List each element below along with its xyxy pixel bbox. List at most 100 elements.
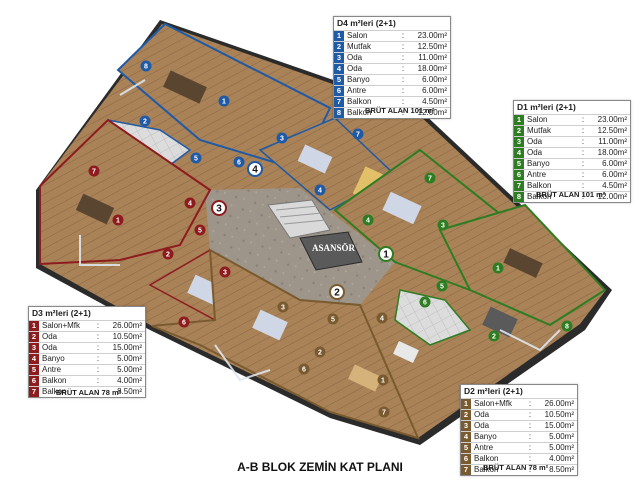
svg-text:3: 3	[216, 204, 222, 215]
legend-row-value: 26.00m²	[544, 399, 574, 408]
legend-row-label: Balkon	[474, 465, 499, 474]
legend-row-number: 4	[514, 148, 524, 158]
svg-text:4: 4	[252, 165, 258, 176]
legend-row-value: 4.50m²	[422, 97, 447, 106]
unit-pin-4: 4	[247, 161, 263, 177]
svg-text:7: 7	[92, 169, 96, 176]
legend-row-label: Balkon	[474, 454, 499, 463]
legend-row-number: 3	[514, 137, 524, 147]
svg-text:4: 4	[380, 316, 384, 323]
legend-row-label: Banyo	[474, 432, 497, 441]
legend-row-value: 6.00m²	[422, 86, 447, 95]
legend-row-label: Balkon	[347, 108, 372, 117]
plan-title: A-B BLOK ZEMİN KAT PLANI	[237, 460, 403, 474]
legend-row-number: 5	[334, 75, 344, 85]
brut-area-d3: BRÜT ALAN 78 m²	[56, 388, 122, 397]
legend-row-value: 12.00m²	[417, 108, 447, 117]
staircase	[267, 199, 331, 239]
legend-row-number: 2	[514, 126, 524, 136]
legend-row-colon: :	[581, 115, 585, 124]
legend-row-value: 23.00m²	[417, 31, 447, 40]
svg-text:1: 1	[381, 378, 385, 385]
legend-row-value: 5.00m²	[117, 354, 142, 363]
legend-row-colon: :	[528, 399, 532, 408]
brut-area-d1: BRÜT ALAN 101 m²	[536, 190, 606, 199]
brut-area-d4: BRÜT ALAN 101 m²	[365, 106, 435, 115]
unit-entrance-pins: 1 2 3 4	[211, 161, 394, 300]
legend-row-colon: :	[528, 410, 532, 419]
legend-row-colon: :	[96, 321, 100, 330]
svg-text:6: 6	[237, 160, 241, 167]
legend-row-value: 6.00m²	[422, 75, 447, 84]
unit-d2	[151, 248, 420, 440]
legend-row-label: Oda	[474, 410, 490, 419]
unit-pin-3: 3	[211, 200, 227, 216]
legend-row-label: Banyo	[42, 354, 65, 363]
legend-row-value: 18.00m²	[597, 148, 627, 157]
svg-text:5: 5	[198, 228, 202, 235]
legend-title: D2 m²leri (2+1)	[464, 386, 523, 396]
legend-row-colon: :	[96, 343, 100, 352]
legend-row-number: 3	[461, 421, 471, 431]
legend-row-label: Oda	[474, 421, 490, 430]
legend-row-colon: :	[401, 64, 405, 73]
legend-row-value: 26.00m²	[112, 321, 142, 330]
legend-row-label: Oda	[347, 53, 363, 62]
legend-row-value: 6.00m²	[602, 170, 627, 179]
legend-row-number: 5	[514, 159, 524, 169]
svg-text:6: 6	[423, 300, 427, 307]
legend-row-number: 1	[461, 399, 471, 409]
legend-row-number: 6	[514, 170, 524, 180]
legend-row-colon: :	[581, 126, 585, 135]
legend-row-label: Balkon	[42, 387, 67, 396]
legend-row-value: 18.00m²	[417, 64, 447, 73]
legend-row-label: Mutfak	[347, 42, 372, 51]
legend-row-value: 5.00m²	[117, 365, 142, 374]
legend-row-colon: :	[96, 365, 100, 374]
svg-text:2: 2	[166, 252, 170, 259]
legend-row-label: Oda	[527, 148, 543, 157]
legend-row-label: Banyo	[527, 159, 550, 168]
legend-row-number: 6	[334, 86, 344, 96]
room-markers: 8 1 3 7 2 5 6 4 7 3 4 1 5 6 2 8 7 1 4 2 …	[88, 60, 573, 418]
legend-row-colon: :	[581, 159, 585, 168]
legend-row-label: Balkon	[527, 181, 552, 190]
legend-row-label: Salon+Mfk	[42, 321, 81, 330]
legend-row-label: Oda	[42, 332, 58, 341]
legend-row-colon: :	[581, 148, 585, 157]
legend-row-value: 6.00m²	[602, 159, 627, 168]
unit-pin-1: 1	[378, 246, 394, 262]
legend-row-colon: :	[96, 387, 100, 396]
legend-row-colon: :	[401, 75, 405, 84]
legend-row-colon: :	[581, 181, 585, 190]
legend-row-label: Oda	[42, 343, 58, 352]
svg-text:5: 5	[194, 156, 198, 163]
svg-text:2: 2	[143, 119, 147, 126]
legend-row-label: Mutfak	[527, 126, 552, 135]
legend-row-number: 2	[334, 42, 344, 52]
legend-row-value: 12.00m²	[597, 192, 627, 201]
legend-row-value: 8.50m²	[549, 465, 574, 474]
legend-row-colon: :	[581, 170, 585, 179]
legend-row-number: 3	[29, 343, 39, 353]
legend-row-colon: :	[401, 97, 405, 106]
balcony-rails	[79, 79, 561, 382]
legend-row-number: 8	[334, 108, 344, 118]
svg-text:3: 3	[280, 136, 284, 143]
